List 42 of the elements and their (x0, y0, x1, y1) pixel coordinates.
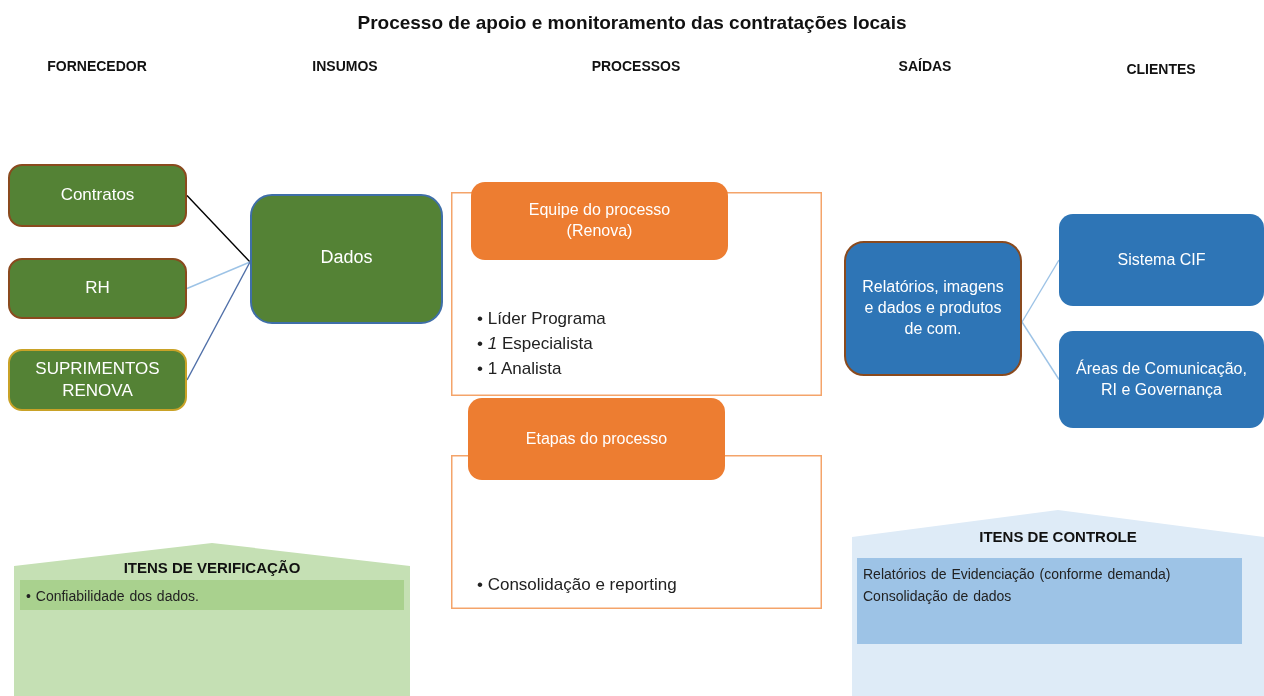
box-label: RH (85, 277, 110, 300)
outlined-panel (451, 182, 822, 396)
heading-tab: Equipe do processo (Renova) (471, 182, 728, 260)
list-item: • Líder Programa (477, 308, 606, 330)
pentagon-panel (14, 543, 410, 696)
box-label: Dados (320, 246, 373, 270)
process-box (1059, 214, 1264, 306)
panel-heading: ITENS DE VERIFICAÇÃO (123, 558, 301, 578)
process-box (250, 194, 443, 324)
connector-line (1021, 321, 1060, 381)
column-heading: PROCESSOS (591, 58, 681, 74)
column-heading: INSUMOS (312, 58, 378, 74)
outlined-panel (451, 398, 822, 609)
box-label: Sistema CIF (1117, 249, 1206, 270)
connector-line (1021, 259, 1060, 323)
box-label: Contratos (60, 184, 135, 207)
box-label: Relatórios, imagens e dados e produtos de com. (862, 277, 1004, 339)
connector-line (186, 261, 251, 290)
column-heading: CLIENTES (1126, 61, 1196, 77)
process-box (8, 258, 187, 319)
list-item: • Consolidação e reporting (477, 574, 677, 596)
process-box (8, 349, 187, 411)
connector-line (186, 194, 251, 263)
column-heading: FORNECEDOR (47, 58, 147, 74)
pentagon-panel (852, 510, 1264, 696)
highlight-bar (857, 558, 1242, 644)
process-box (844, 241, 1022, 376)
list-item: • 1 Analista (477, 358, 562, 380)
list-item: • 1 Especialista (477, 333, 593, 355)
highlight-bar (20, 580, 404, 610)
box-label: Áreas de Comunicação, RI e Governança (1075, 358, 1248, 400)
column-heading: SAÍDAS (898, 58, 952, 74)
box-label: SUPRIMENTOS RENOVA (34, 357, 161, 402)
item-text: Relatórios de Evidenciação (conforme demanda) (863, 565, 1171, 584)
panel-heading: ITENS DE CONTROLE (979, 527, 1137, 547)
heading-tab: Etapas do processo (468, 398, 725, 480)
connector-line (186, 261, 251, 381)
item-text: • Confiabilidade dos dados. (26, 587, 199, 606)
process-box (1059, 331, 1264, 428)
process-box (8, 164, 187, 227)
diagram-title: Processo de apoio e monitoramento das contratações locais (357, 12, 907, 34)
item-text: Consolidação de dados (863, 587, 1012, 606)
